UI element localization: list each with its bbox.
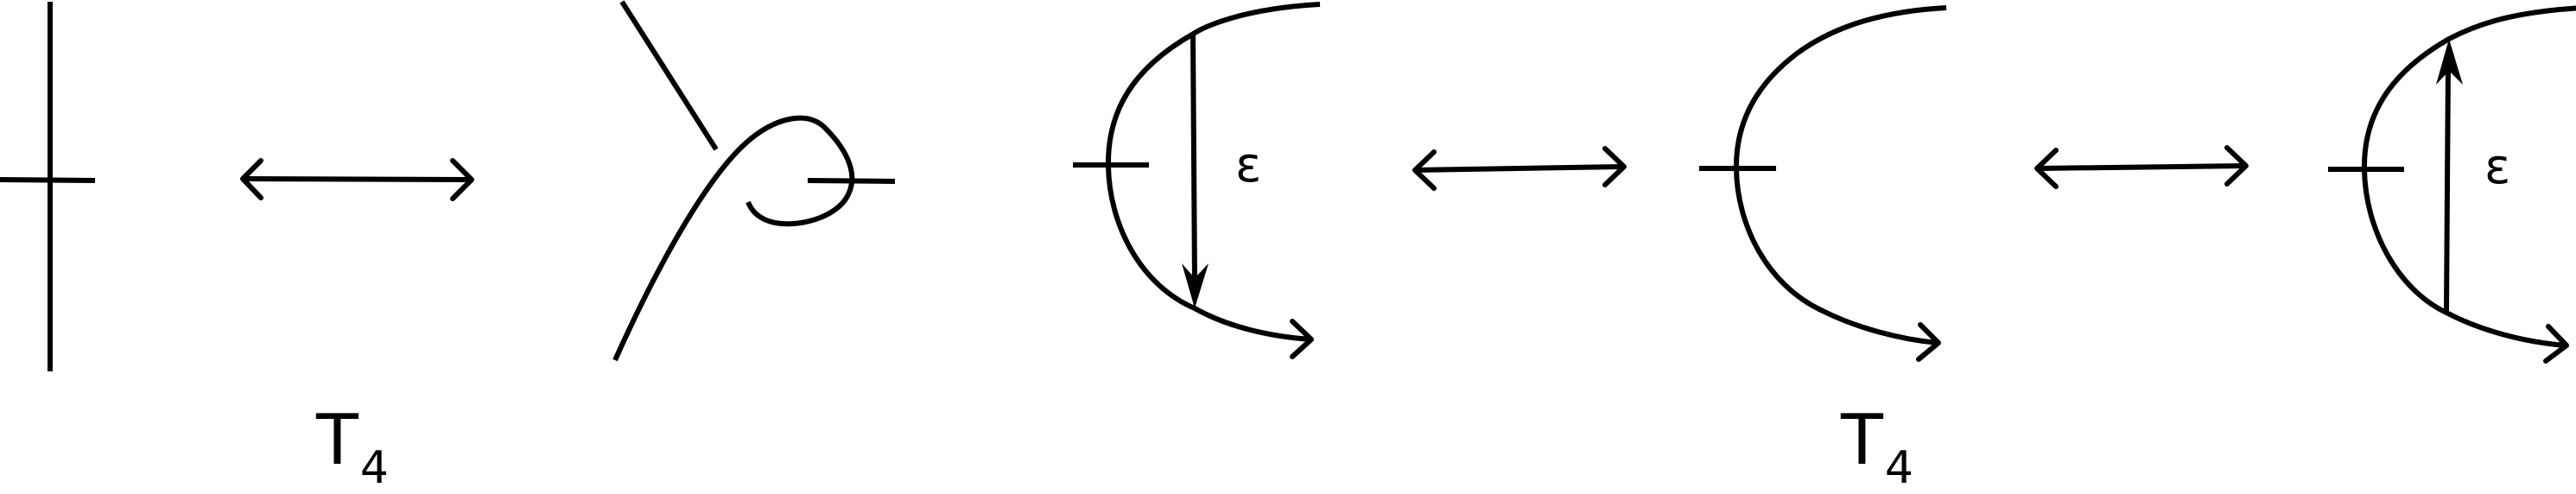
move-label-t4-right: T4 (1841, 406, 1913, 491)
transverse-segment (807, 178, 896, 184)
move-label-t4-left: T4 (316, 406, 389, 491)
chord-line (2444, 64, 2451, 314)
double-arrow-1 (240, 158, 474, 201)
panel-5-arc-chord-up (2328, 5, 2576, 364)
curl-strand (612, 115, 855, 362)
arc-end-arrowhead (1290, 319, 1314, 359)
arc-strand (1733, 5, 1947, 345)
move-label-subscript: 4 (359, 442, 389, 494)
arc-strand (2361, 5, 2576, 348)
epsilon-label-left: ε (1235, 137, 1262, 193)
double-arrow-3 (2034, 145, 2249, 189)
move-label-subscript: 4 (1884, 442, 1913, 494)
over-strand-upper (619, 0, 719, 151)
chord-arrowhead-up (2436, 39, 2463, 85)
panel-2-kink (612, 0, 896, 362)
arc-end-arrowhead (2543, 324, 2569, 364)
panel-3-arc-chord-down (1073, 2, 1321, 359)
double-arrow-2 (1412, 146, 1627, 191)
panel-4-arc (1699, 5, 1947, 362)
move-label-main: T (316, 400, 358, 480)
epsilon-label-right: ε (2484, 139, 2511, 195)
panel-1-crossing (0, 2, 96, 371)
move-label-main: T (1841, 400, 1883, 480)
chord-line (1190, 34, 1197, 286)
chord-arrowhead-down (1182, 263, 1209, 308)
arc-end-arrowhead (1916, 322, 1941, 362)
arc-strand (1105, 2, 1321, 342)
knot-move-diagram (0, 0, 2576, 371)
